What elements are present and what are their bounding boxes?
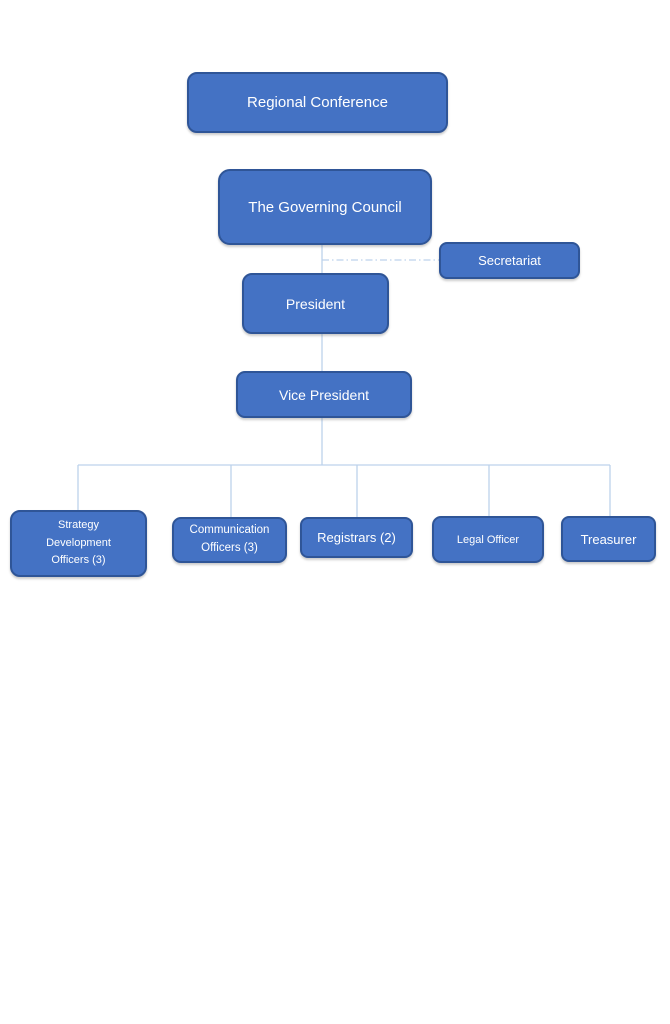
node-label: Vice President [278,386,369,403]
node-strategy-development-officers[interactable]: Strategy Development Officers (3) [10,510,147,577]
node-label: Treasurer [580,531,637,547]
node-governing-council[interactable]: The Governing Council [218,169,432,245]
node-president[interactable]: President [242,273,389,334]
node-legal-officer[interactable]: Legal Officer [432,516,544,563]
node-registrars[interactable]: Registrars (2) [300,517,413,558]
node-label: The Governing Council [248,198,402,216]
node-communication-officers[interactable]: Communication Officers (3) [172,517,287,563]
node-label: Regional Conference [247,94,388,111]
node-label: Communication Officers (3) [189,524,270,554]
node-treasurer[interactable]: Treasurer [561,516,656,562]
node-regional-conference[interactable]: Regional Conference [187,72,448,133]
node-label: Secretariat [478,253,541,268]
node-vice-president[interactable]: Vice President [236,371,412,418]
node-label: Registrars (2) [317,530,396,545]
node-label: Legal Officer [456,533,520,546]
node-secretariat[interactable]: Secretariat [439,242,580,279]
node-label: Strategy Development Officers (3) [46,519,111,567]
node-label: President [285,295,346,312]
